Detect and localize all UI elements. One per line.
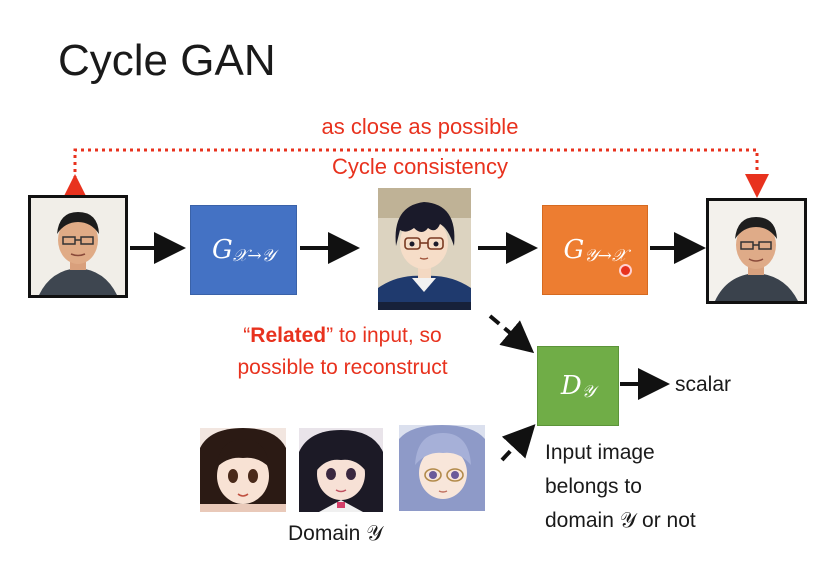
related-annotation: “Related” to input, so possible to recon… — [200, 320, 485, 384]
related-line-1: “Related” to input, so — [243, 324, 442, 347]
generator-letter: G — [563, 235, 585, 265]
discriminator-description: Input image belongs to domain 𝒴 or not — [545, 436, 696, 538]
arrow-anime-to-d — [488, 314, 535, 354]
description-line-1: Input image — [545, 441, 655, 464]
cycle-consistency-annotation: Cycle consistency — [331, 154, 509, 179]
domain-y-sample-2 — [299, 428, 383, 512]
generator-subscript: 𝒴→𝒳 — [584, 246, 627, 266]
related-line-2: possible to reconstruct — [237, 356, 448, 379]
reconstructed-photo — [706, 198, 807, 304]
discriminator-subscript: 𝒴 — [581, 382, 596, 402]
description-line-3: domain 𝒴 or not — [545, 509, 696, 532]
arrow-domain-to-d — [500, 424, 536, 462]
domain-y-sample-3 — [399, 425, 485, 511]
generator-letter: G — [212, 235, 233, 265]
description-line-2: belongs to — [545, 475, 642, 498]
discriminator-letter: D — [560, 371, 582, 401]
generator-subscript: 𝒳→𝒴 — [232, 246, 275, 266]
domain-y-caption: Domain 𝒴 — [288, 522, 383, 545]
flow-arrows — [130, 232, 706, 462]
scalar-output-label: scalar — [675, 373, 732, 396]
pointer-cursor-icon — [619, 264, 632, 277]
domain-y-sample-1 — [200, 428, 286, 512]
related-bold: Related — [250, 324, 327, 347]
page-title: Cycle GAN — [58, 36, 276, 85]
cycle-consistency-arrow — [63, 148, 769, 198]
close-annotation: as close as possible — [321, 114, 519, 139]
input-photo — [28, 195, 128, 298]
anime-output-image — [378, 188, 471, 310]
